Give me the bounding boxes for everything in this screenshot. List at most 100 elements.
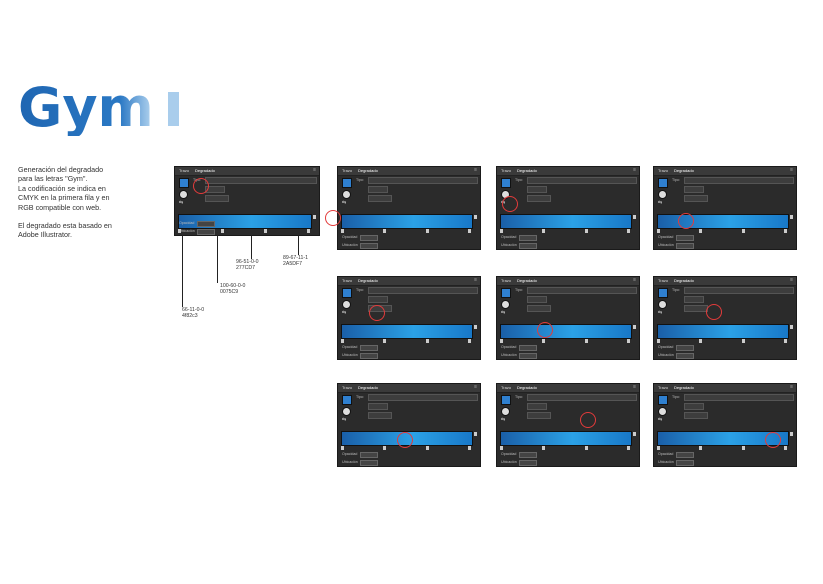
fill-icon[interactable] (179, 190, 188, 199)
location-input[interactable] (360, 460, 378, 466)
fill-icon[interactable] (342, 300, 351, 309)
location-input[interactable] (360, 243, 378, 249)
gradient-stop[interactable] (741, 229, 745, 233)
gradient-stop[interactable] (657, 446, 660, 450)
gradient-stop[interactable] (425, 446, 429, 450)
trash-icon[interactable] (474, 432, 477, 436)
opacity-input[interactable] (197, 221, 215, 227)
angle-field[interactable] (684, 412, 708, 419)
gradient-bar[interactable] (341, 324, 473, 339)
trash-icon[interactable] (790, 215, 793, 219)
gradient-bar[interactable] (341, 214, 473, 229)
angle-field[interactable] (527, 195, 551, 202)
location-input[interactable] (676, 460, 694, 466)
reverse-icon[interactable]: ⇆ (342, 417, 347, 423)
gradient-stop[interactable] (341, 446, 344, 450)
tab-gradient[interactable]: Degradado (674, 385, 694, 390)
location-input[interactable] (519, 353, 537, 359)
reverse-icon[interactable]: ⇆ (179, 200, 184, 206)
fill-icon[interactable] (342, 190, 351, 199)
trash-icon[interactable] (790, 325, 793, 329)
tab-stroke[interactable]: Trazo (179, 168, 190, 173)
gradient-stop[interactable] (627, 229, 630, 233)
type-select[interactable] (684, 177, 794, 184)
gradient-bar[interactable] (500, 324, 632, 339)
reverse-icon[interactable]: ⇆ (342, 200, 347, 206)
fill-icon[interactable] (658, 300, 667, 309)
menu-icon[interactable]: ≡ (633, 384, 636, 390)
location-input[interactable] (519, 460, 537, 466)
type-select[interactable] (368, 394, 478, 401)
reverse-icon[interactable]: ⇆ (658, 310, 663, 316)
gradient-stop[interactable] (500, 446, 503, 450)
gradient-stop[interactable] (784, 229, 787, 233)
gradient-stop[interactable] (584, 446, 588, 450)
trash-icon[interactable] (474, 215, 477, 219)
gradient-stop[interactable] (784, 446, 787, 450)
gradient-stop[interactable] (699, 446, 703, 450)
gradient-bar[interactable] (500, 431, 632, 446)
stroke-option[interactable] (684, 186, 704, 193)
angle-field[interactable] (368, 195, 392, 202)
gradient-bar[interactable] (657, 324, 789, 339)
tab-gradient[interactable]: Degradado (358, 168, 378, 173)
location-input[interactable] (676, 353, 694, 359)
opacity-input[interactable] (360, 345, 378, 351)
stroke-option[interactable] (368, 186, 388, 193)
opacity-input[interactable] (519, 345, 537, 351)
reverse-icon[interactable]: ⇆ (658, 200, 663, 206)
gradient-swatch[interactable] (501, 395, 511, 405)
gradient-bar[interactable] (657, 431, 789, 446)
trash-icon[interactable] (633, 432, 636, 436)
opacity-input[interactable] (519, 452, 537, 458)
gradient-stop[interactable] (584, 339, 588, 343)
tab-gradient[interactable]: Degradado (358, 278, 378, 283)
tab-stroke[interactable]: Trazo (501, 168, 512, 173)
gradient-stop[interactable] (468, 446, 471, 450)
gradient-stop[interactable] (221, 229, 224, 233)
angle-field[interactable] (527, 305, 551, 312)
gradient-swatch[interactable] (342, 178, 352, 188)
tab-gradient[interactable]: Degradado (674, 168, 694, 173)
gradient-swatch[interactable] (342, 395, 352, 405)
trash-icon[interactable] (790, 432, 793, 436)
type-select[interactable] (527, 177, 637, 184)
type-select[interactable] (527, 287, 637, 294)
angle-field[interactable] (684, 305, 708, 312)
gradient-stop[interactable] (425, 339, 429, 343)
stroke-option[interactable] (684, 296, 704, 303)
type-select[interactable] (684, 287, 794, 294)
location-input[interactable] (519, 243, 537, 249)
gradient-stop[interactable] (468, 229, 471, 233)
tab-gradient[interactable]: Degradado (358, 385, 378, 390)
gradient-stop[interactable] (178, 229, 181, 233)
gradient-stop[interactable] (584, 229, 588, 233)
tab-stroke[interactable]: Trazo (342, 168, 353, 173)
stroke-option[interactable] (527, 296, 547, 303)
stroke-option[interactable] (368, 403, 388, 410)
tab-gradient[interactable]: Degradado (517, 278, 537, 283)
gradient-stop[interactable] (341, 229, 344, 233)
opacity-input[interactable] (676, 345, 694, 351)
tab-gradient[interactable]: Degradado (517, 385, 537, 390)
tab-stroke[interactable]: Trazo (342, 385, 353, 390)
type-select[interactable] (684, 394, 794, 401)
opacity-input[interactable] (360, 235, 378, 241)
trash-icon[interactable] (633, 325, 636, 329)
opacity-input[interactable] (360, 452, 378, 458)
gradient-stop[interactable] (657, 339, 660, 343)
gradient-stop[interactable] (784, 339, 787, 343)
gradient-stop[interactable] (699, 229, 703, 233)
gradient-stop[interactable] (741, 446, 745, 450)
gradient-stop[interactable] (699, 339, 703, 343)
gradient-stop[interactable] (468, 339, 471, 343)
stroke-option[interactable] (527, 186, 547, 193)
gradient-swatch[interactable] (501, 288, 511, 298)
trash-icon[interactable] (633, 215, 636, 219)
gradient-stop[interactable] (307, 229, 310, 233)
gradient-bar[interactable] (500, 214, 632, 229)
gradient-stop[interactable] (627, 446, 630, 450)
menu-icon[interactable]: ≡ (633, 277, 636, 283)
gradient-stop[interactable] (741, 339, 745, 343)
gradient-bar[interactable] (657, 214, 789, 229)
